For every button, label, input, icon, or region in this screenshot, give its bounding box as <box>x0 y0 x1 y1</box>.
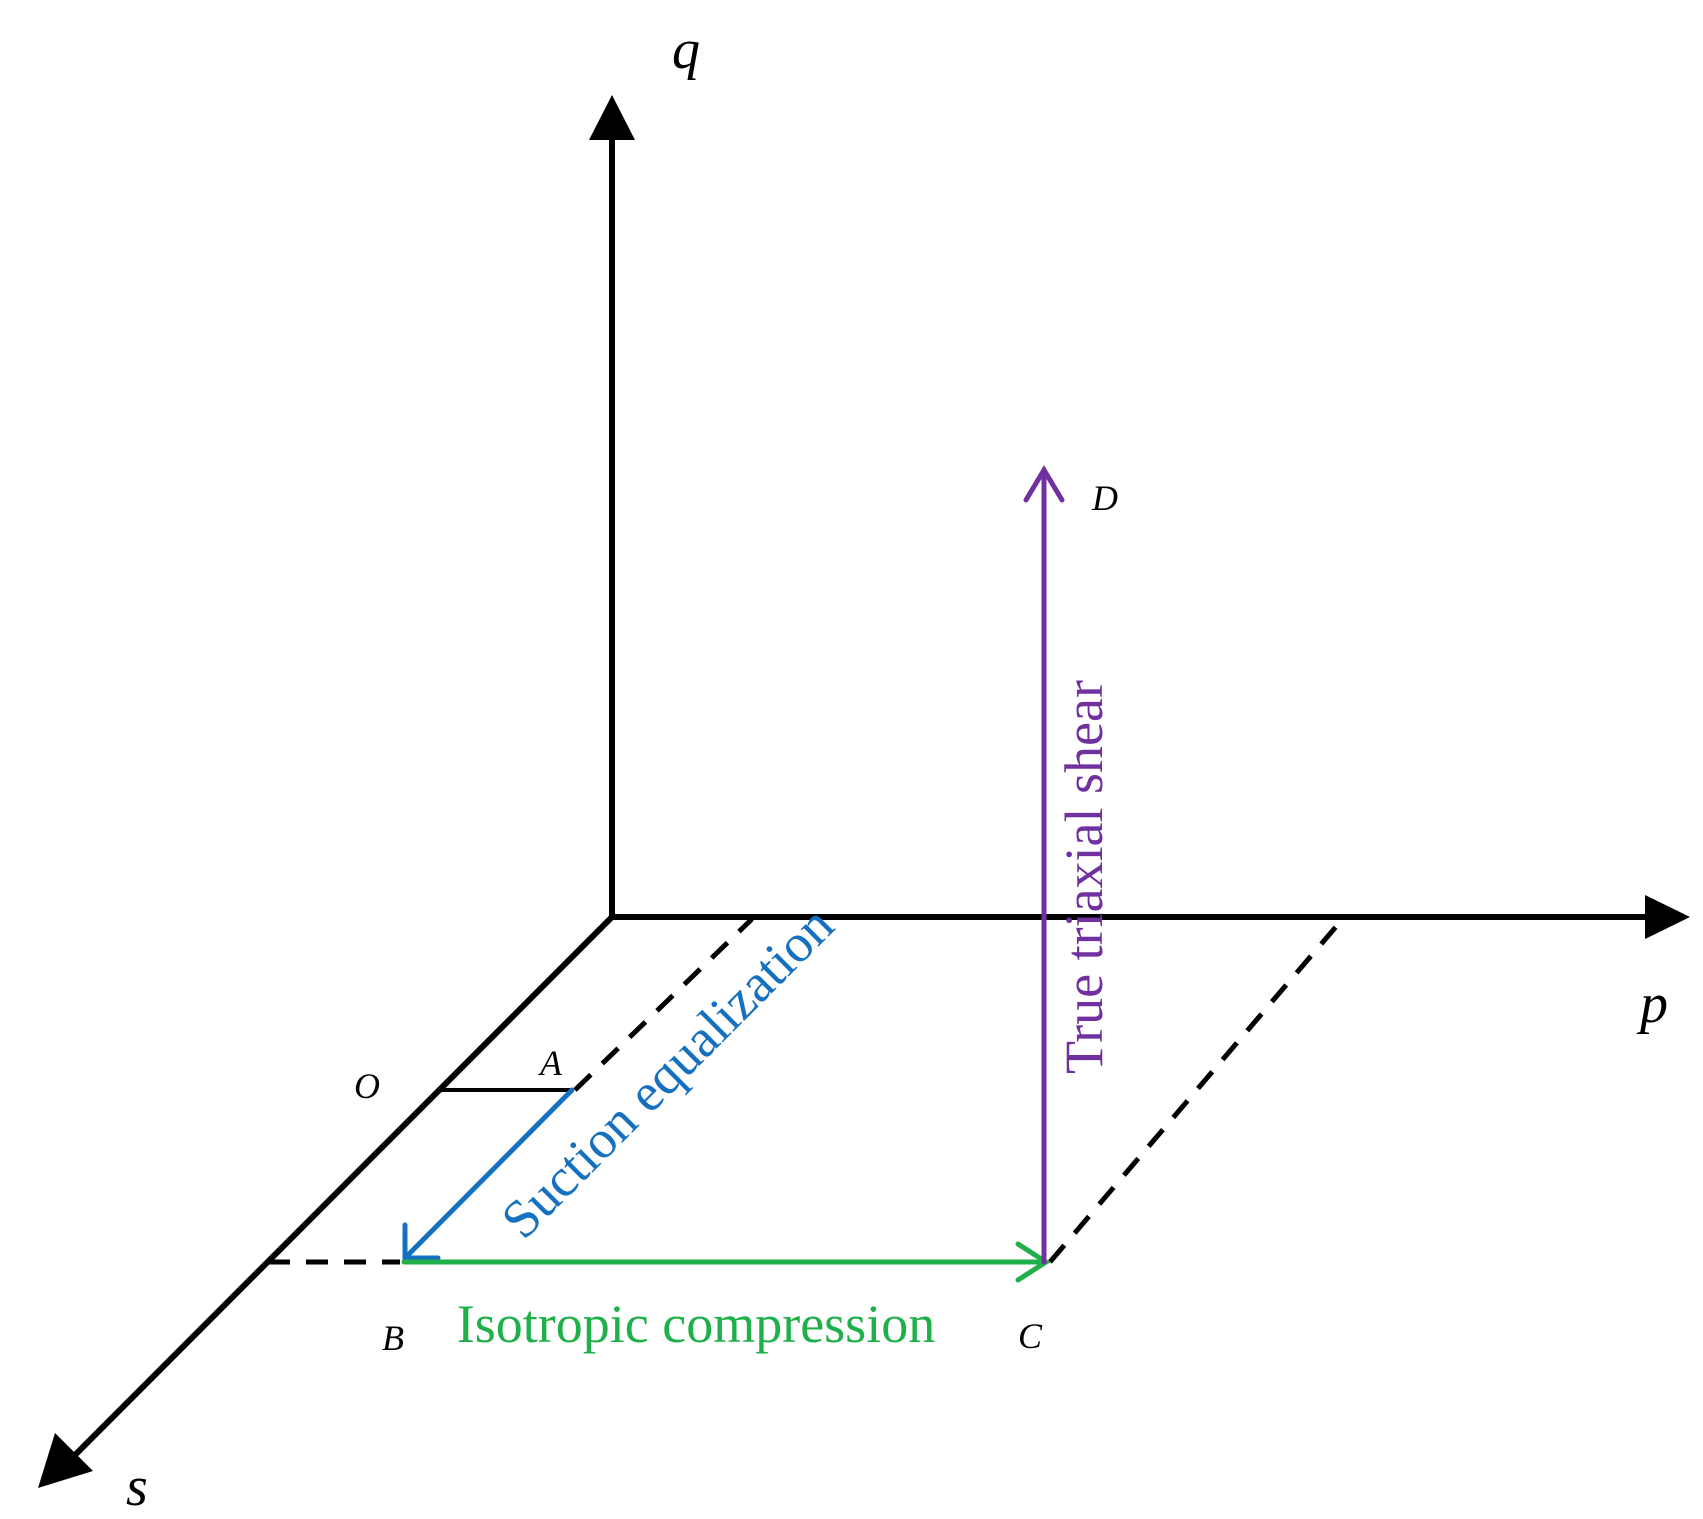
p-axis-arrowhead <box>1645 895 1690 939</box>
dashed-line-a-to-p-axis <box>573 917 754 1092</box>
point-label-o: O <box>354 1066 380 1106</box>
isotropic-compression-label: Isotropic compression <box>457 1294 935 1354</box>
q-axis-label: q <box>672 19 700 81</box>
q-axis-arrowhead <box>589 95 635 140</box>
s-axis-label: s <box>126 1456 148 1518</box>
true-triaxial-shear-label: True triaxial shear <box>1054 680 1114 1074</box>
point-label-b: B <box>382 1318 404 1358</box>
suction-equalization-path <box>402 1087 575 1261</box>
point-label-a: A <box>538 1043 563 1083</box>
isotropic-compression-path <box>401 1241 1051 1283</box>
point-label-c: C <box>1018 1316 1043 1356</box>
true-triaxial-shear-path <box>1023 465 1065 1265</box>
s-axis <box>72 914 615 1458</box>
point-label-d: D <box>1091 478 1118 518</box>
s-axis-arrowhead <box>38 1433 93 1488</box>
p-axis-label: p <box>1636 973 1668 1035</box>
